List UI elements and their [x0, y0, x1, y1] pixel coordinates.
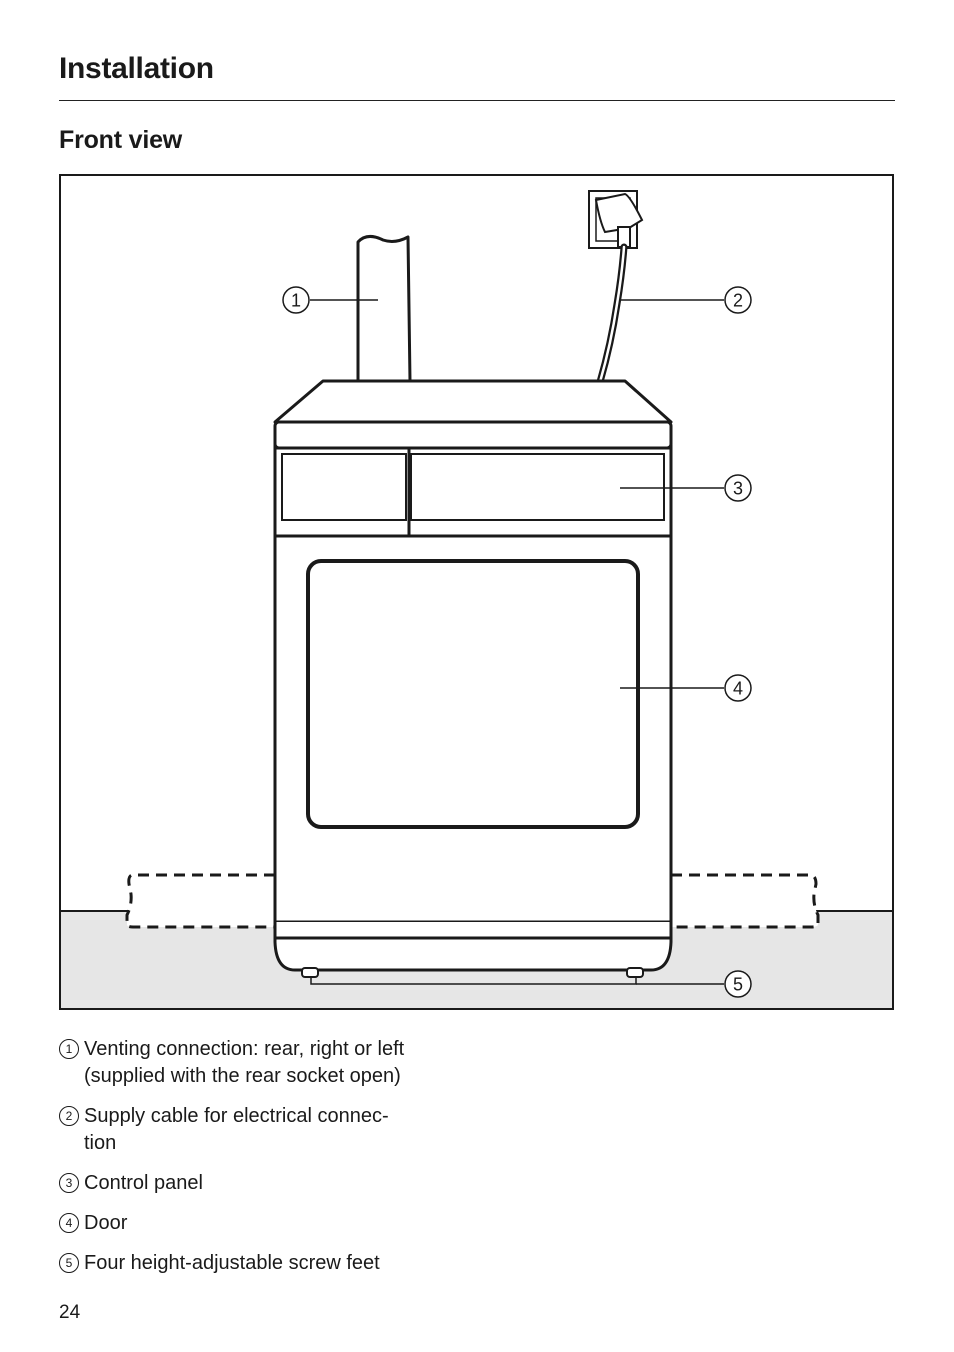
- legend-item: 2 Supply cable for electrical connec- ti…: [59, 1103, 489, 1157]
- screw-foot: [301, 967, 319, 978]
- front-view-illustration: 1 2 3 4 5: [59, 174, 894, 1010]
- callout-2-number: 2: [733, 291, 743, 311]
- door: [306, 559, 640, 829]
- legend-text-line: (supplied with the rear socket open): [84, 1065, 401, 1087]
- legend-item: 4 Door: [59, 1210, 489, 1237]
- legend-list: 1 Venting connection: rear, right or lef…: [59, 1036, 489, 1277]
- page-number: 24: [59, 1302, 81, 1323]
- dryer-lid: [273, 379, 673, 424]
- section-title: Front view: [59, 126, 183, 154]
- legend-text-line: tion: [84, 1132, 117, 1154]
- legend-text-line: Supply cable for electrical connec-: [84, 1105, 389, 1127]
- page-title: Installation: [59, 52, 214, 85]
- legend-number: 3: [59, 1173, 79, 1193]
- screw-foot: [626, 967, 644, 978]
- legend-text-line: Four height-adjustable screw feet: [84, 1252, 380, 1274]
- callout-3: 3: [724, 474, 752, 502]
- callout-1: 1: [282, 286, 310, 314]
- callout-2: 2: [724, 286, 752, 314]
- legend-item: 1 Venting connection: rear, right or lef…: [59, 1036, 489, 1090]
- legend-text-line: Door: [84, 1212, 128, 1234]
- legend-number: 5: [59, 1253, 79, 1273]
- legend-text-line: Control panel: [84, 1172, 203, 1194]
- dashed-base-outline: [125, 873, 275, 929]
- title-divider: [59, 100, 895, 101]
- plug: [594, 192, 644, 234]
- venting-pipe: [356, 235, 412, 383]
- callout-5: 5: [724, 970, 752, 998]
- figure-frame: [59, 174, 894, 1010]
- supply-cable: [596, 243, 628, 386]
- legend-number: 2: [59, 1106, 79, 1126]
- legend-item: 5 Four height-adjustable screw feet: [59, 1250, 489, 1277]
- legend-number: 4: [59, 1213, 79, 1233]
- legend-number: 1: [59, 1039, 79, 1059]
- callout-5-number: 5: [733, 975, 743, 995]
- legend-item: 3 Control panel: [59, 1170, 489, 1197]
- callout-1-number: 1: [291, 291, 301, 311]
- callout-3-number: 3: [733, 479, 743, 499]
- callout-4: 4: [724, 674, 752, 702]
- legend-text-line: Venting connection: rear, right or left: [84, 1038, 405, 1060]
- callout-4-number: 4: [733, 679, 743, 699]
